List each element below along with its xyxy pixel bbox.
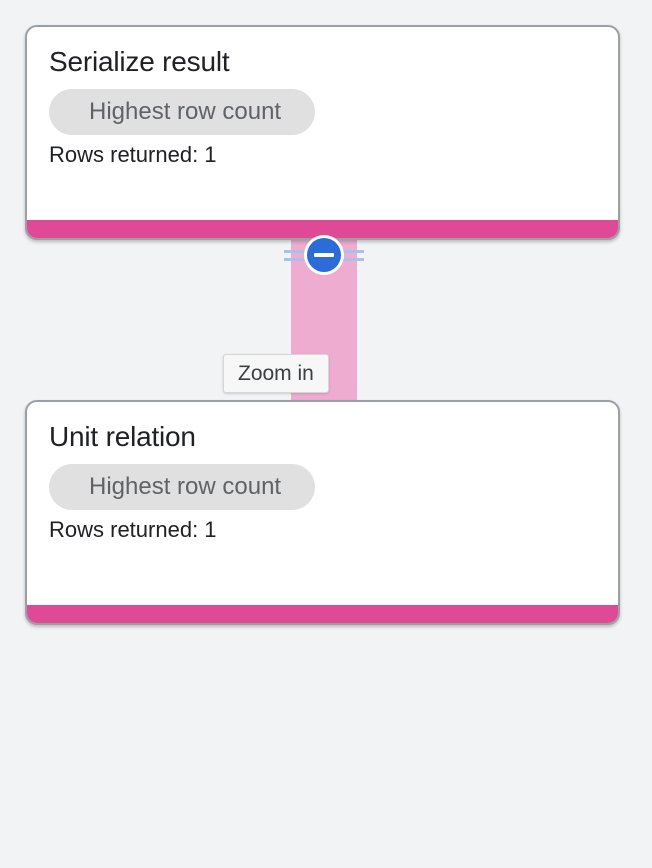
status-badge: Highest row count xyxy=(49,464,316,510)
node-accent-footer xyxy=(27,220,618,238)
node-title: Serialize result xyxy=(49,46,230,77)
edge-rail-lines xyxy=(284,250,364,261)
node-body: Unit relation Highest row count Rows ret… xyxy=(27,402,618,544)
node-title: Unit relation xyxy=(49,421,196,452)
node-body: Serialize result Highest row count Rows … xyxy=(27,27,618,169)
rows-returned-label: Rows returned: 1 xyxy=(49,142,217,167)
status-badge: Highest row count xyxy=(49,89,316,135)
node-accent-footer xyxy=(27,605,618,623)
node-card-unit-relation[interactable]: Unit relation Highest row count Rows ret… xyxy=(25,400,620,625)
minus-circle-icon[interactable] xyxy=(307,238,341,272)
collapse-control[interactable] xyxy=(284,238,364,272)
tooltip: Zoom in xyxy=(223,354,329,393)
node-card-serialize-result[interactable]: Serialize result Highest row count Rows … xyxy=(25,25,620,240)
rows-returned-label: Rows returned: 1 xyxy=(49,517,217,542)
